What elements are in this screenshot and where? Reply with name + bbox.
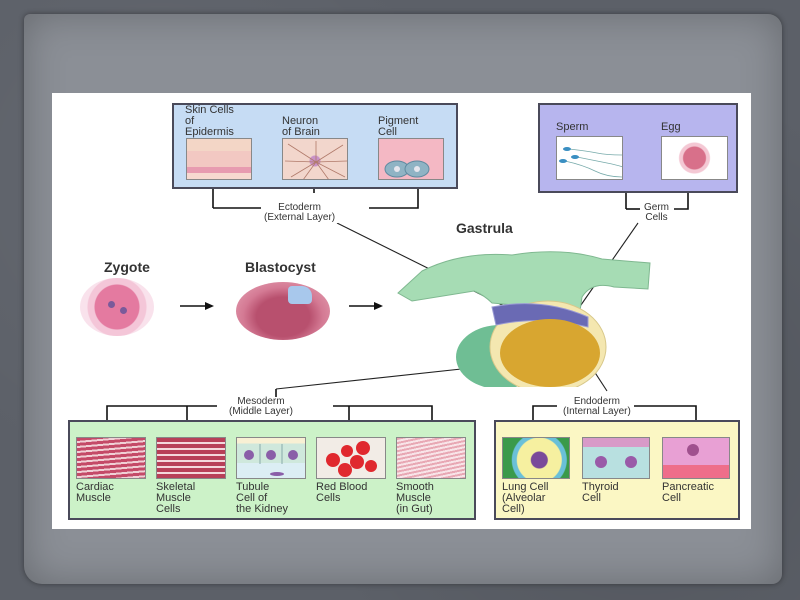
blastocyst-title: Blastocyst [245, 259, 316, 275]
pigment-cell-label: Pigment Cell [378, 115, 419, 138]
germ-cells-label: Germ Cells [641, 203, 672, 223]
thyroid-cell-label: Thyroid Cell [582, 481, 619, 504]
thyroid-cell-image [582, 437, 650, 479]
zygote-title: Zygote [104, 259, 150, 275]
kidney-tubule-label: Tubule Cell of the Kidney [236, 481, 288, 515]
red-blood-cells-image [316, 437, 386, 479]
ectoderm-cells-panel: Skin Cells of Epidermis Neuron of Brain … [172, 103, 458, 189]
sperm-image [556, 136, 623, 180]
pancreatic-cell-label: Pancreatic Cell [662, 481, 714, 504]
smooth-muscle-image [396, 437, 466, 479]
sperm-label: Sperm [556, 121, 589, 133]
pigment-cell-image [378, 138, 444, 180]
mesoderm-label: Mesoderm (Middle Layer) [226, 397, 296, 417]
cardiac-muscle-image [76, 437, 146, 479]
mesoderm-cells-panel: Cardiac Muscle Skeletal Muscle Cells Tub… [68, 420, 476, 520]
pancreatic-cell-image [662, 437, 730, 479]
skin-cells-label: Skin Cells of Epidermis [185, 104, 234, 138]
endoderm-label: Endoderm (Internal Layer) [560, 397, 634, 417]
germ-cells-panel: Sperm Egg [538, 103, 738, 193]
gastrula-image [392, 241, 662, 394]
gastrula-title: Gastrula [456, 220, 513, 236]
endoderm-cells-panel: Lung Cell (Alveolar Cell) Thyroid Cell P… [494, 420, 740, 520]
egg-label: Egg [661, 121, 681, 133]
egg-image [661, 136, 728, 180]
red-blood-cells-label: Red Blood Cells [316, 481, 368, 504]
diagram-canvas: Skin Cells of Epidermis Neuron of Brain … [52, 93, 751, 529]
ectoderm-label: Ectoderm (External Layer) [261, 203, 339, 223]
lung-cell-image [502, 437, 570, 479]
smooth-muscle-label: Smooth Muscle (in Gut) [396, 481, 434, 515]
zygote-image [80, 278, 154, 336]
skeletal-muscle-label: Skeletal Muscle Cells [156, 481, 196, 515]
skeletal-muscle-image [156, 437, 226, 479]
neuron-image [282, 138, 348, 180]
lung-cell-label: Lung Cell (Alveolar Cell) [502, 481, 549, 515]
skin-cells-image [186, 138, 252, 180]
blastocyst-image [236, 282, 330, 340]
neuron-label: Neuron of Brain [282, 115, 320, 138]
cardiac-muscle-label: Cardiac Muscle [76, 481, 114, 504]
kidney-tubule-image [236, 437, 306, 479]
